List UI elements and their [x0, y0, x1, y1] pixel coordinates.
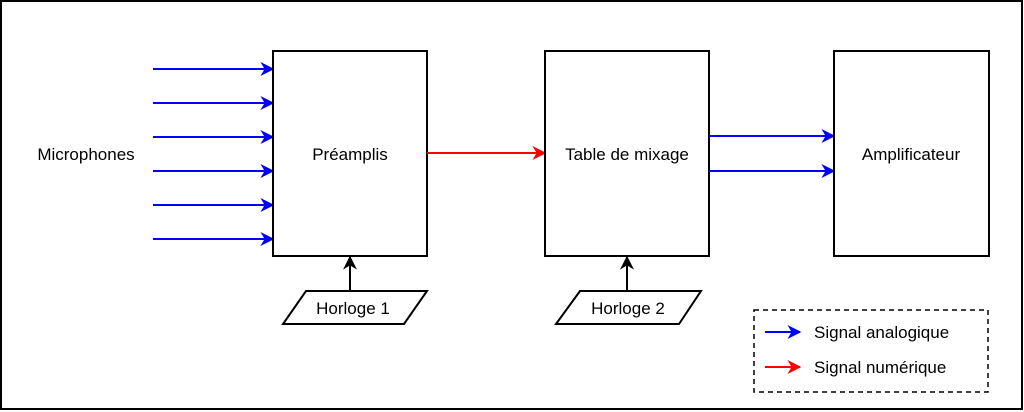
legend-box — [753, 309, 989, 393]
microphones-label: Microphones — [37, 145, 134, 164]
mixer-box — [544, 50, 710, 257]
amplifier-label: Amplificateur — [862, 145, 961, 164]
legend-analog-label: Signal analogique — [814, 323, 949, 342]
preamp-label: Préamplis — [312, 145, 388, 164]
amplifier-box — [833, 50, 990, 257]
mixer-label: Table de mixage — [565, 145, 689, 164]
microphone-input-arrows — [153, 62, 275, 246]
clock-1-label: Horloge 1 — [316, 299, 390, 318]
preamp-block: Préamplis — [272, 50, 428, 257]
preamp-box — [272, 50, 428, 257]
clock-2-block: Horloge 2 — [554, 255, 703, 325]
legend-digital-label: Signal numérique — [814, 358, 946, 377]
clock-1-block: Horloge 1 — [281, 255, 429, 325]
clock-1-shape — [281, 290, 429, 325]
legend: Signal analogique Signal numérique — [753, 309, 989, 393]
amplifier-block: Amplificateur — [833, 50, 990, 257]
clock-2-shape — [554, 290, 703, 325]
clock-2-label: Horloge 2 — [591, 299, 665, 318]
mixer-block: Table de mixage — [544, 50, 710, 257]
